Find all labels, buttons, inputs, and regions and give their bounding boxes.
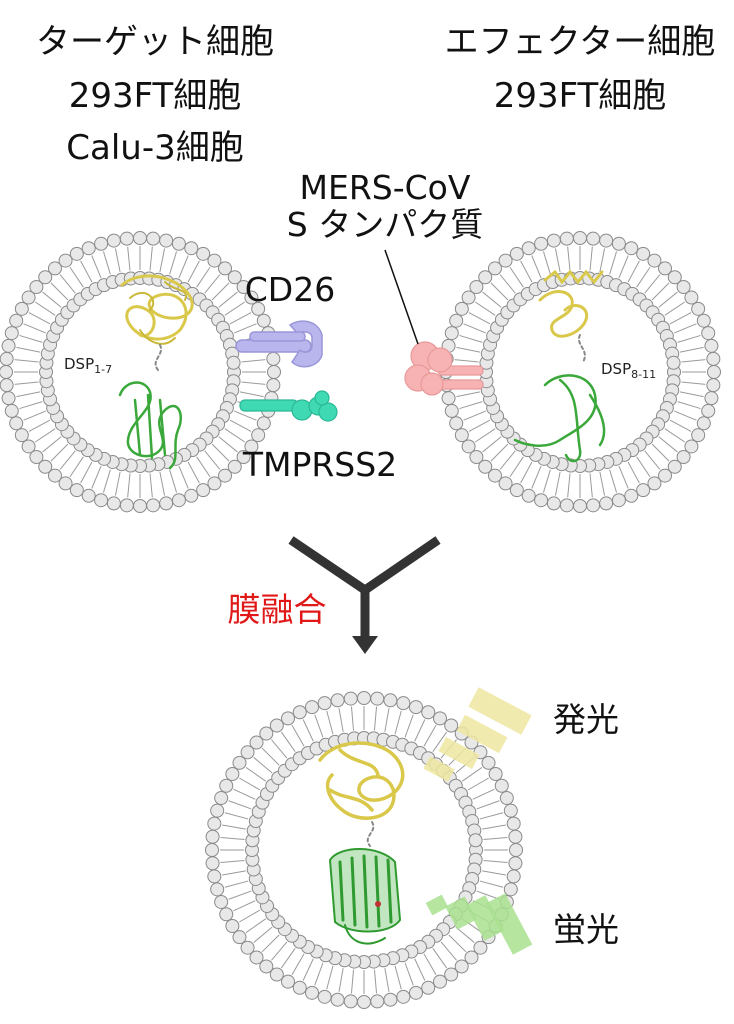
cd26-label: CD26 bbox=[244, 270, 336, 309]
fluorescence-label: 蛍光 bbox=[553, 910, 619, 949]
cd26-receptor bbox=[235, 320, 323, 368]
spike-protein bbox=[404, 341, 484, 396]
fusion-arrow-head bbox=[352, 636, 378, 654]
luminescence-label: 発光 bbox=[553, 700, 619, 739]
target-cell-line3: Calu-3細胞 bbox=[66, 128, 244, 168]
effector-cell-title: エフェクター細胞 bbox=[444, 22, 716, 62]
spike-label-line1: MERS-CoV bbox=[299, 168, 471, 207]
dsp-left-protein bbox=[118, 274, 194, 470]
fusion-arrow bbox=[288, 536, 441, 640]
dsp-right-protein bbox=[513, 269, 606, 463]
fused-gfp bbox=[328, 848, 402, 945]
dsp-right-label: DSP8-11 bbox=[601, 360, 657, 381]
fluorescence-rays bbox=[425, 893, 533, 955]
tmprss2-label: TMPRSS2 bbox=[242, 445, 398, 484]
effector-cell-line2: 293FT細胞 bbox=[493, 76, 667, 116]
spike-pointer-line bbox=[384, 249, 419, 345]
spike-label-line2: S タンパク質 bbox=[286, 205, 484, 244]
dsp-left-label: DSP1-7 bbox=[64, 355, 113, 376]
effector-cell-membrane bbox=[439, 231, 721, 513]
target-cell-line2: 293FT細胞 bbox=[68, 76, 242, 116]
luminescence-rays bbox=[423, 687, 532, 782]
fused-luciferase bbox=[318, 741, 405, 847]
tmprss2-protease bbox=[239, 390, 338, 422]
fusion-label: 膜融合 bbox=[227, 590, 327, 629]
target-cell-title: ターゲット細胞 bbox=[36, 22, 274, 62]
